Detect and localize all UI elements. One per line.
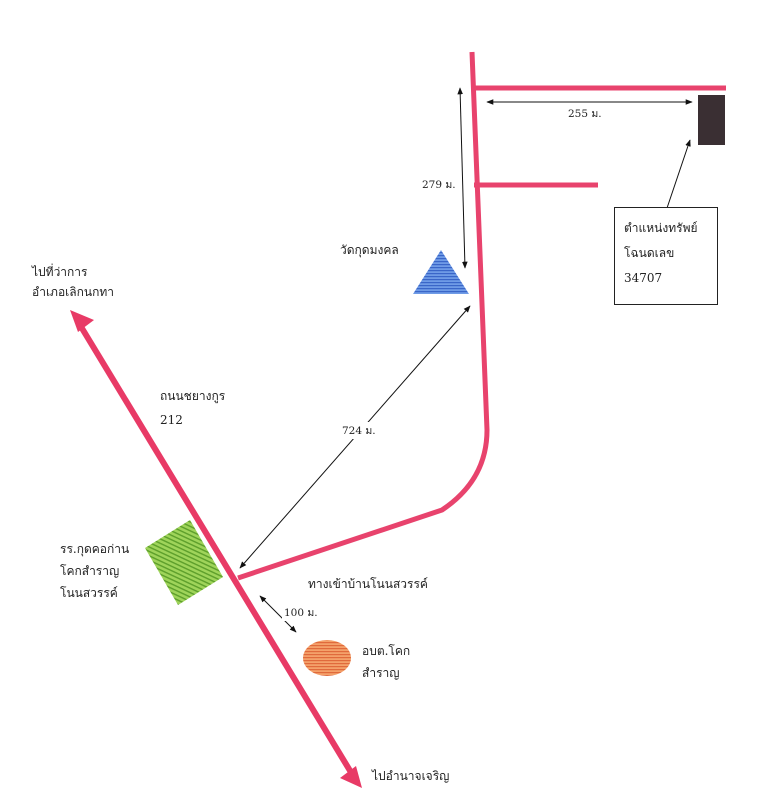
property-marker-icon xyxy=(698,95,725,145)
distance-label-north: 279 ม. xyxy=(420,176,458,193)
school-label: รร.กุดคอก่าน โคกสำราญ โนนสวรรค์ xyxy=(60,542,130,600)
property-info-box: ตำแหน่งทรัพย์ โฉนดเลข 34707 xyxy=(614,207,718,305)
arrow-south-icon xyxy=(340,766,362,788)
temple-icon xyxy=(413,250,469,294)
property-box-deed-number: 34707 xyxy=(624,271,663,285)
distance-label-office: 100 ม. xyxy=(282,604,320,621)
village-entrance-label: ทางเข้าบ้านโนนสวรรค์ xyxy=(308,577,428,591)
property-box-deed-label: โฉนดเลข xyxy=(624,246,675,260)
property-pointer-line xyxy=(664,139,691,215)
temple-label: วัดกุดมงคล xyxy=(340,243,399,257)
road-name-label: ถนนชยางกูร 212 xyxy=(160,389,226,427)
distance-arrow-office xyxy=(259,595,297,633)
distance-arrow-north xyxy=(457,87,468,269)
office-label: อบต.โคก สำราญ xyxy=(362,644,411,680)
office-icon xyxy=(303,640,351,676)
arrow-north-icon xyxy=(70,310,94,332)
school-icon xyxy=(145,520,223,605)
north-direction-label: ไปที่ว่าการ อำเภอเลิกนกทา xyxy=(32,265,115,299)
distance-label-east: 255 ม. xyxy=(566,105,604,122)
main-highway-road xyxy=(77,323,355,776)
distance-label-diagonal: 724 ม. xyxy=(340,422,378,439)
property-box-title: ตำแหน่งทรัพย์ xyxy=(624,221,698,235)
south-direction-label: ไปอำนาจเจริญ xyxy=(372,769,450,783)
village-entrance-road xyxy=(237,51,490,581)
